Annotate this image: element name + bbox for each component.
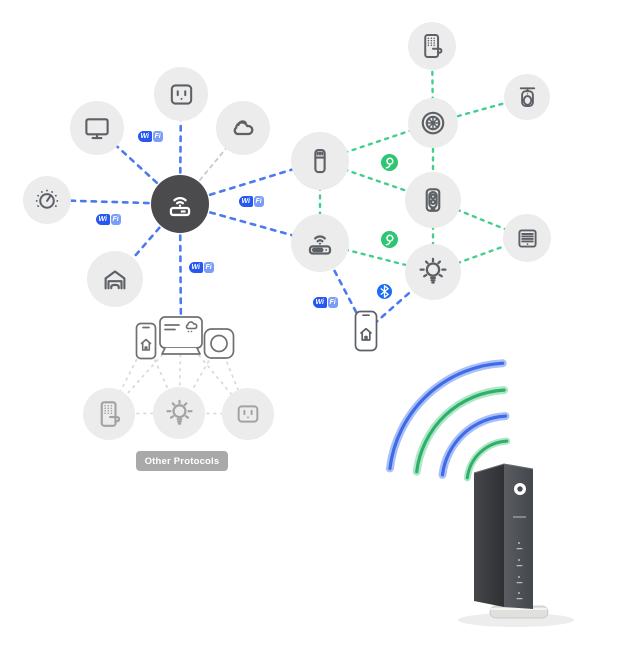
wifi-router-icon (169, 196, 191, 217)
node-smart-switch (405, 172, 461, 228)
node-radiator (503, 214, 551, 262)
router-side-panel (474, 464, 504, 607)
router-leds (516, 542, 523, 600)
wifi-badge-fi: Fi (253, 195, 264, 207)
node-dimmer (23, 176, 71, 224)
node-smart-plug (154, 67, 208, 121)
node-bulb-2 (153, 387, 205, 439)
cloud-icon (233, 120, 254, 136)
camera-cube-icon (203, 328, 235, 359)
fan-icon (421, 111, 445, 135)
phone-home-icon (354, 310, 378, 352)
node-plug-2 (222, 388, 274, 440)
keypad-lock-icon (424, 34, 443, 58)
wifi-badge-wi: Wi (189, 261, 203, 273)
wifi-extender-icon (308, 235, 332, 255)
garage-icon (104, 270, 126, 290)
wifi-wave-blue (440, 414, 508, 477)
thread-badge (381, 154, 398, 171)
node-smart-speaker (291, 132, 349, 190)
node-hub-display (157, 315, 205, 362)
wifi-badge-fi: Fi (327, 296, 338, 308)
wifi-badge-fi: Fi (203, 261, 214, 273)
wifi-badge-wi: Wi (313, 296, 327, 308)
thread-badge (381, 231, 398, 248)
node-wifi-hub (151, 175, 209, 233)
wifi-wave-green (415, 388, 506, 474)
router-front-panel (504, 464, 533, 609)
wifi-badge-wi: Wi (239, 195, 253, 207)
bluetooth-icon (380, 285, 389, 298)
heater-icon (517, 228, 537, 248)
node-smart-tv (70, 101, 124, 155)
node-lock-2 (83, 388, 135, 440)
speaker-icon (314, 148, 326, 174)
node-hub-phone (134, 321, 158, 366)
thread-icon (385, 157, 394, 169)
edge-wifi-hub-smart-plug (178, 92, 183, 206)
node-door-lock (408, 22, 456, 70)
wifi-badge-wi: Wi (138, 130, 152, 142)
keypad-lock-icon (100, 401, 121, 427)
dimmer-knob-icon (35, 189, 59, 209)
thread-icon (385, 234, 394, 246)
node-garage-door (87, 251, 143, 307)
wifi-wave-green (465, 439, 509, 480)
tv-icon (85, 118, 109, 140)
wifi-wave-blue (388, 361, 505, 470)
node-smart-bulb (405, 244, 461, 300)
node-wifi-extender (291, 214, 349, 272)
remote-switch-icon (425, 188, 441, 212)
light-bulb-icon (419, 257, 447, 284)
phone-home-icon (135, 322, 157, 360)
wifi-badge-wi: Wi (96, 213, 110, 225)
node-cloud (216, 101, 270, 155)
vodafone-router (458, 463, 574, 627)
other-protocols-label: Other Protocols (136, 451, 228, 471)
node-security-camera (504, 74, 550, 120)
wifi-badge-fi: Fi (152, 130, 163, 142)
wifi-badge-fi: Fi (110, 213, 121, 225)
node-fan (408, 98, 458, 148)
power-outlet-icon (170, 83, 192, 105)
node-phone (353, 309, 379, 358)
power-outlet-icon (237, 405, 259, 423)
smart-display-icon (159, 316, 203, 355)
ceiling-camera-icon (519, 86, 535, 107)
node-hub-camera (202, 325, 236, 366)
wifi-waves (385, 359, 511, 482)
light-bulb-icon (165, 399, 193, 425)
bluetooth-badge (377, 284, 392, 299)
